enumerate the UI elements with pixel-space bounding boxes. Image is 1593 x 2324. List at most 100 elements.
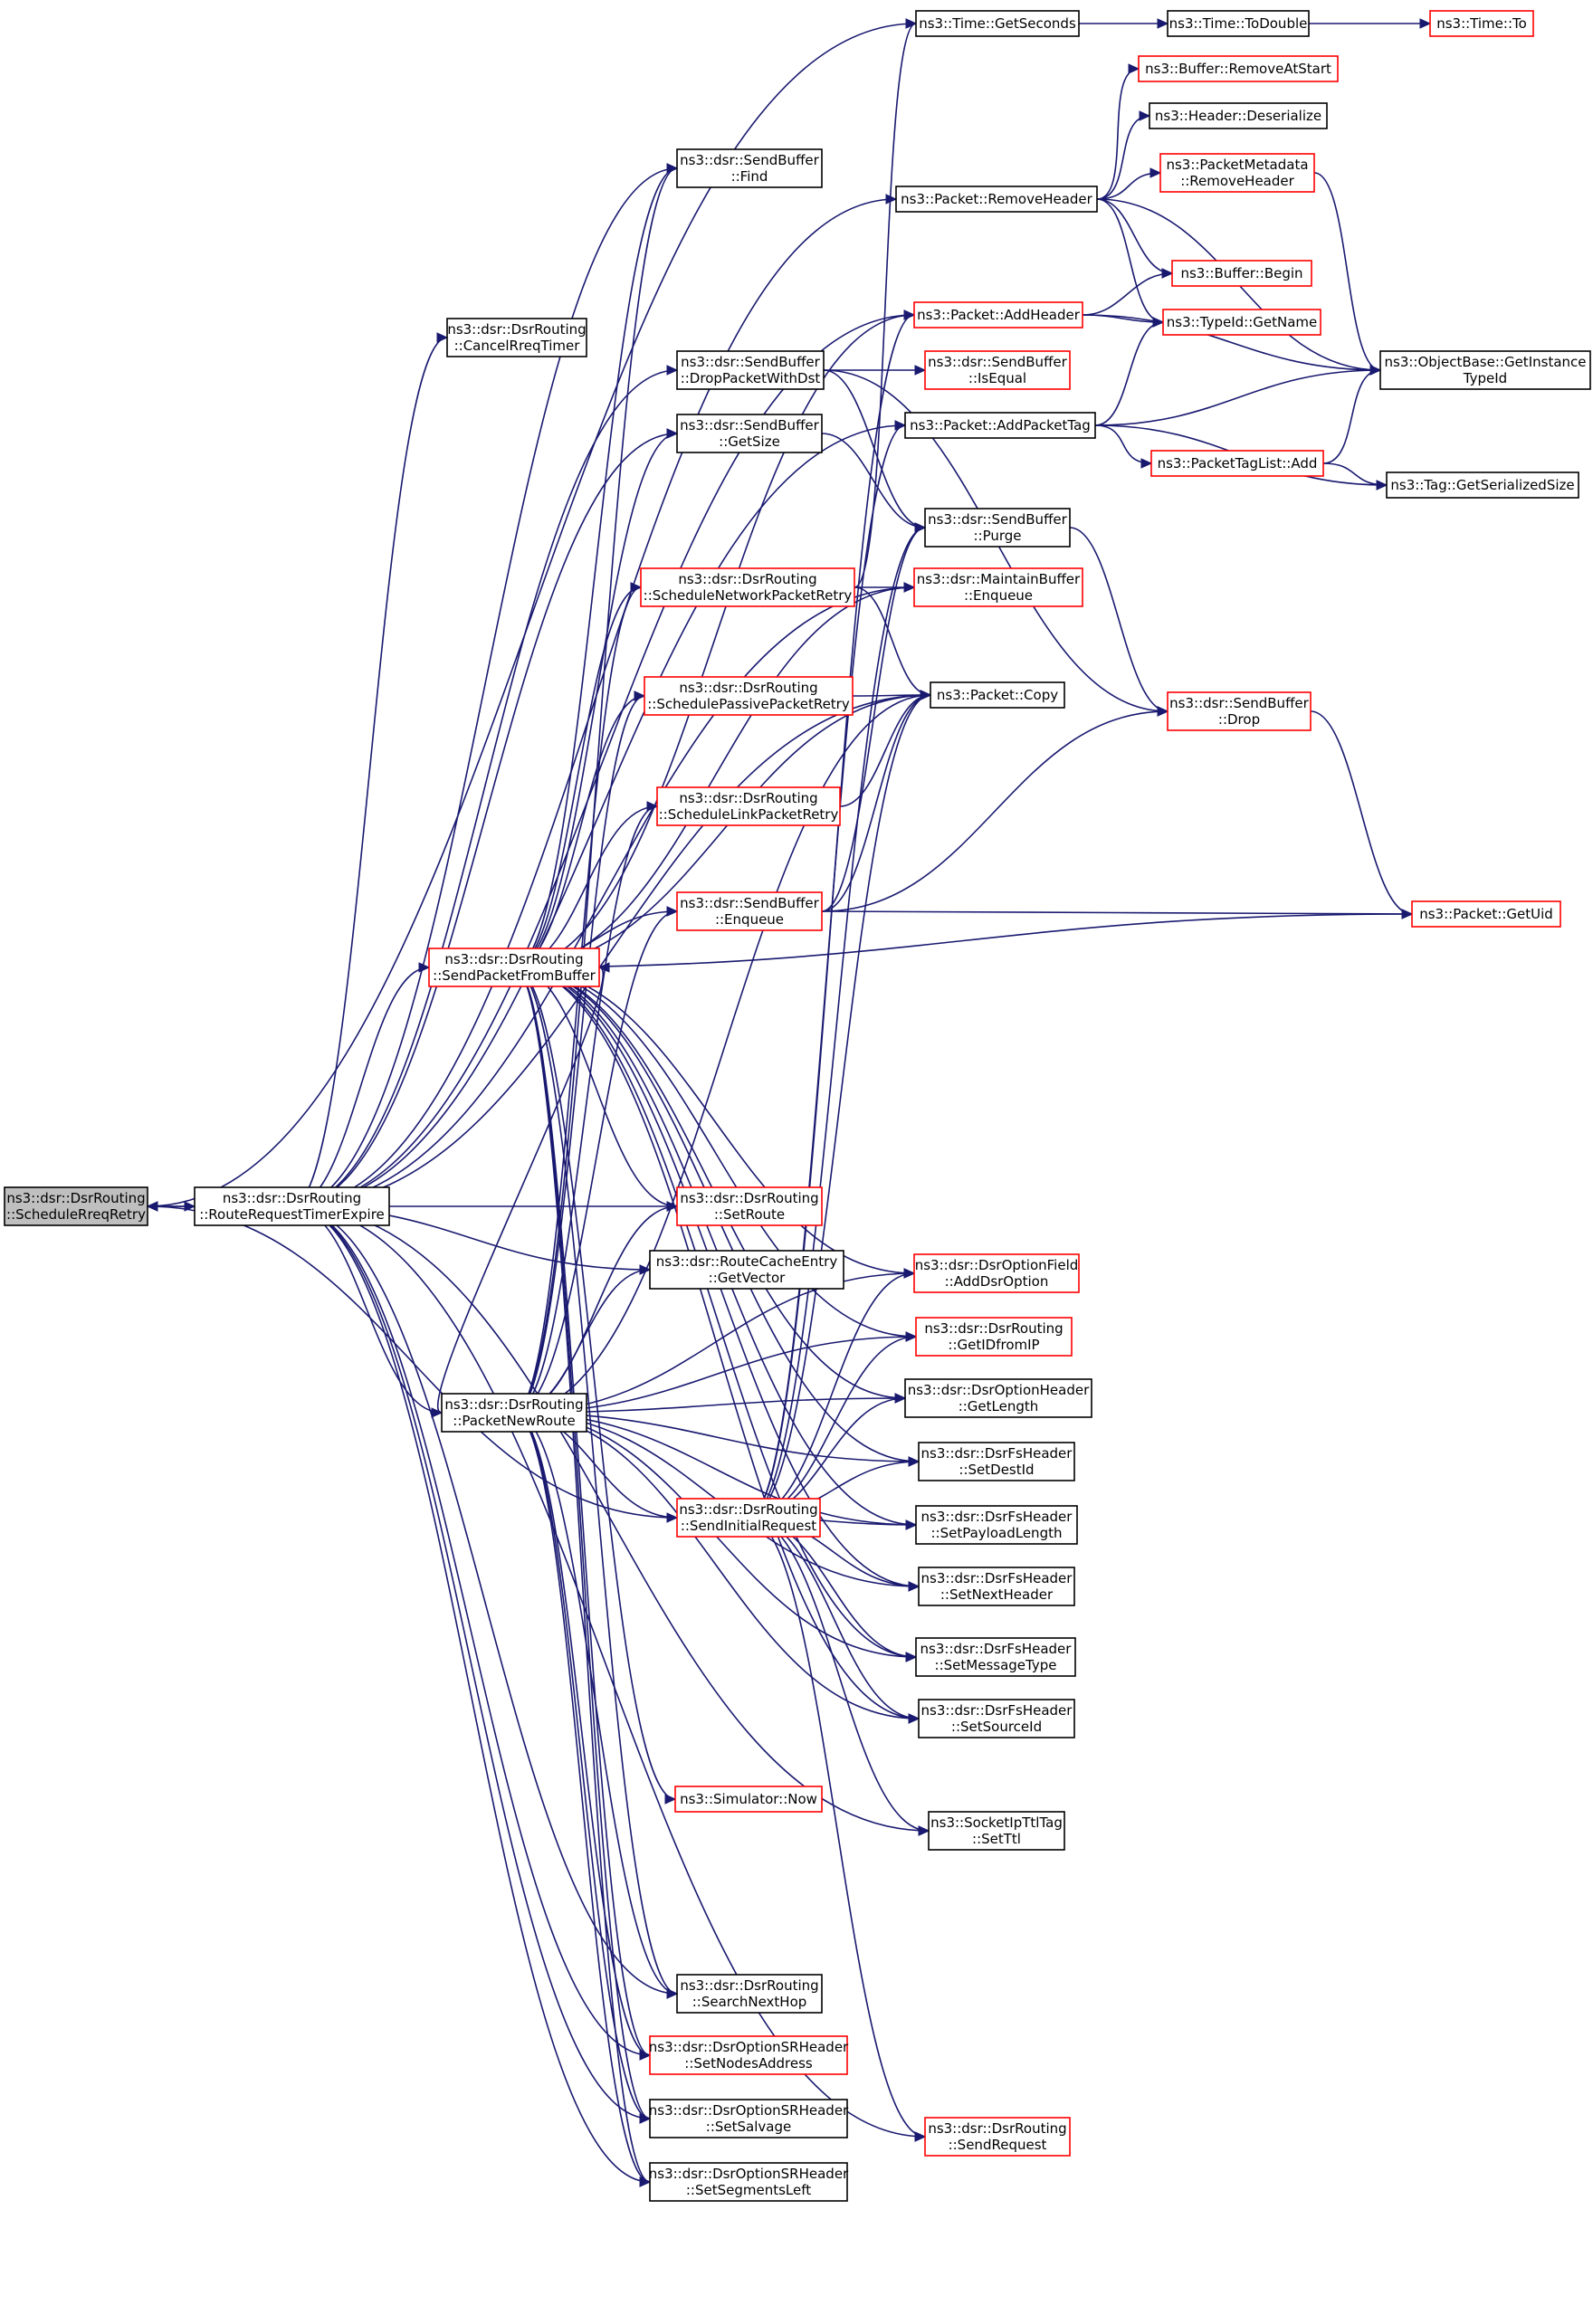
node-sbenqueue[interactable]: ns3::dsr::SendBuffer::Enqueue: [676, 891, 823, 931]
call-edge: [513, 428, 679, 968]
call-edge: [291, 962, 431, 1207]
node-sendinitreq[interactable]: ns3::dsr::DsrRouting::SendInitialRequest: [676, 1498, 821, 1538]
node-box: [446, 318, 587, 357]
node-optgetlen[interactable]: ns3::dsr::DsrOptionHeader::GetLength: [904, 1378, 1092, 1418]
node-getidfromip[interactable]: ns3::dsr::DsrRouting::GetIDfromIP: [915, 1317, 1073, 1357]
node-box: [1138, 55, 1339, 82]
node-adddsropt[interactable]: ns3::dsr::DsrOptionField::AddDsrOption: [913, 1253, 1080, 1293]
node-isequal[interactable]: ns3::dsr::SendBuffer::IsEqual: [924, 350, 1071, 390]
node-label-line: ns3::Time::ToDouble: [1169, 15, 1308, 32]
node-box: [924, 508, 1071, 548]
node-setdestid[interactable]: ns3::dsr::DsrFsHeader::SetDestId: [918, 1442, 1075, 1481]
node-label-line: ::SchedulePassivePacketRetry: [647, 696, 850, 712]
node-label-line: ::SetDestId: [959, 1462, 1034, 1478]
node-setttl[interactable]: ns3::SocketIpTtlTag::SetTtl: [928, 1811, 1065, 1851]
node-box: [676, 148, 823, 188]
node-schedpassive[interactable]: ns3::dsr::DsrRouting::SchedulePassivePac…: [644, 676, 854, 716]
node-dropwithdst[interactable]: ns3::dsr::SendBuffer::DropPacketWithDst: [676, 350, 825, 390]
node-sbdrop[interactable]: ns3::dsr::SendBuffer::Drop: [1167, 691, 1312, 731]
node-setsegleft[interactable]: ns3::dsr::DsrOptionSRHeader::SetSegments…: [649, 2162, 849, 2202]
node-label-line: ::GetLength: [959, 1398, 1039, 1414]
node-label-line: ns3::dsr::DsrFsHeader: [921, 1445, 1073, 1462]
node-label-line: ns3::PacketMetadata: [1166, 157, 1308, 173]
arrowhead: [666, 906, 679, 917]
node-searchnexthop[interactable]: ns3::dsr::DsrRouting::SearchNextHop: [676, 1974, 823, 2014]
node-addheader[interactable]: ns3::Packet::AddHeader: [913, 301, 1083, 329]
node-label-line: ns3::dsr::DsrRouting: [679, 680, 817, 696]
node-sendpfb[interactable]: ns3::dsr::DsrRouting::SendPacketFromBuff…: [428, 948, 600, 987]
call-edge: [1094, 424, 1153, 469]
node-label-line: ns3::Buffer::RemoveAtStart: [1145, 61, 1331, 77]
node-hdrdeser[interactable]: ns3::Header::Deserialize: [1149, 102, 1328, 129]
node-simnow[interactable]: ns3::Simulator::Now: [674, 1786, 823, 1813]
node-setnexthdr[interactable]: ns3::dsr::DsrFsHeader::SetNextHeader: [918, 1567, 1075, 1606]
node-box: [676, 1974, 823, 2014]
node-addpackettag[interactable]: ns3::Packet::AddPacketTag: [904, 412, 1096, 439]
node-box: [1386, 471, 1579, 499]
node-label-line: ns3::dsr::DsrFsHeader: [921, 1570, 1073, 1586]
node-sbgetsize[interactable]: ns3::dsr::SendBuffer::GetSize: [676, 414, 823, 453]
node-label-line: ns3::PacketTagList::Add: [1158, 455, 1318, 471]
node-schednet[interactable]: ns3::dsr::DsrRouting::ScheduleNetworkPac…: [640, 567, 855, 607]
node-tagsersize[interactable]: ns3::Tag::GetSerializedSize: [1386, 471, 1579, 499]
node-removeatstart[interactable]: ns3::Buffer::RemoveAtStart: [1138, 55, 1339, 82]
node-setpaylen[interactable]: ns3::dsr::DsrFsHeader::SetPayloadLength: [915, 1505, 1078, 1545]
node-setmsgtype[interactable]: ns3::dsr::DsrFsHeader::SetMessageType: [915, 1637, 1076, 1677]
node-box: [640, 567, 855, 607]
call-edge: [513, 163, 679, 1414]
node-todouble[interactable]: ns3::Time::ToDouble: [1167, 10, 1310, 37]
node-rrte[interactable]: ns3::dsr::DsrRouting::RouteRequestTimerE…: [194, 1186, 390, 1226]
node-bufbegin[interactable]: ns3::Buffer::Begin: [1171, 260, 1312, 287]
arrowhead: [639, 2176, 652, 2187]
arrowhead: [666, 365, 679, 376]
arrowhead: [918, 1825, 930, 1836]
node-setroute[interactable]: ns3::dsr::DsrRouting::SetRoute: [676, 1186, 823, 1226]
node-box: [676, 414, 823, 453]
node-setsalvage[interactable]: ns3::dsr::DsrOptionSRHeader::SetSalvage: [649, 2099, 849, 2138]
call-edge: [1309, 18, 1432, 29]
node-box: [1167, 10, 1310, 37]
arrowhead: [666, 163, 679, 174]
node-label-line: ns3::dsr::DsrRouting: [680, 1977, 818, 1994]
node-label-line: ::SetSalvage: [706, 2119, 791, 2135]
node-setsrcid[interactable]: ns3::dsr::DsrFsHeader::SetSourceId: [918, 1699, 1075, 1738]
node-sbfind[interactable]: ns3::dsr::SendBuffer::Find: [676, 148, 823, 188]
node-pktnewroute[interactable]: ns3::dsr::DsrRouting::PacketNewRoute: [441, 1393, 587, 1433]
arrowhead: [903, 310, 916, 320]
call-edge: [1096, 167, 1162, 200]
node-root[interactable]: ns3::dsr::DsrRouting::ScheduleRreqRetry: [4, 1186, 148, 1226]
node-box: [649, 2035, 848, 2075]
node-setnodesaddr[interactable]: ns3::dsr::DsrOptionSRHeader::SetNodesAdd…: [649, 2035, 849, 2075]
node-cancelrreq[interactable]: ns3::dsr::DsrRouting::CancelRreqTimer: [446, 318, 587, 357]
call-edge: [513, 691, 646, 1414]
call-edge: [513, 1412, 679, 1999]
node-label-line: ::Purge: [973, 528, 1021, 544]
node-sbpurge[interactable]: ns3::dsr::SendBuffer::Purge: [924, 508, 1071, 548]
call-edge: [513, 1412, 652, 2124]
arrowhead: [894, 420, 907, 431]
node-sendrequest[interactable]: ns3::dsr::DsrRouting::SendRequest: [924, 2117, 1071, 2157]
arrowhead: [630, 582, 643, 593]
node-box: [674, 1786, 823, 1813]
node-removehdr[interactable]: ns3::Packet::RemoveHeader: [895, 186, 1098, 213]
call-edge: [1322, 462, 1388, 491]
node-getuid[interactable]: ns3::Packet::GetUid: [1411, 900, 1561, 928]
node-pktcopy[interactable]: ns3::Packet::Copy: [930, 681, 1065, 709]
node-pmremovehdr[interactable]: ns3::PacketMetadata::RemoveHeader: [1159, 153, 1315, 193]
node-label-line: ::PacketNewRoute: [453, 1413, 575, 1429]
node-typeidname[interactable]: ns3::TypeId::GetName: [1162, 309, 1321, 336]
node-box: [904, 412, 1096, 439]
node-box: [924, 2117, 1071, 2157]
node-box: [644, 676, 854, 716]
node-schedlink[interactable]: ns3::dsr::DsrRouting::ScheduleLinkPacket…: [656, 786, 841, 826]
node-box: [1159, 153, 1315, 193]
node-timeto[interactable]: ns3::Time::To: [1429, 10, 1534, 37]
call-edge: [513, 582, 643, 968]
node-mbenqueue[interactable]: ns3::dsr::MaintainBuffer::Enqueue: [913, 567, 1083, 607]
node-taglistadd[interactable]: ns3::PacketTagList::Add: [1150, 450, 1324, 477]
node-rcegetvec[interactable]: ns3::dsr::RouteCacheEntry::GetVector: [649, 1250, 844, 1290]
node-label-line: ns3::Packet::AddPacketTag: [910, 417, 1091, 433]
node-getsec[interactable]: ns3::Time::GetSeconds: [915, 10, 1080, 37]
node-label-line: ::SetNodesAddress: [684, 2055, 813, 2072]
